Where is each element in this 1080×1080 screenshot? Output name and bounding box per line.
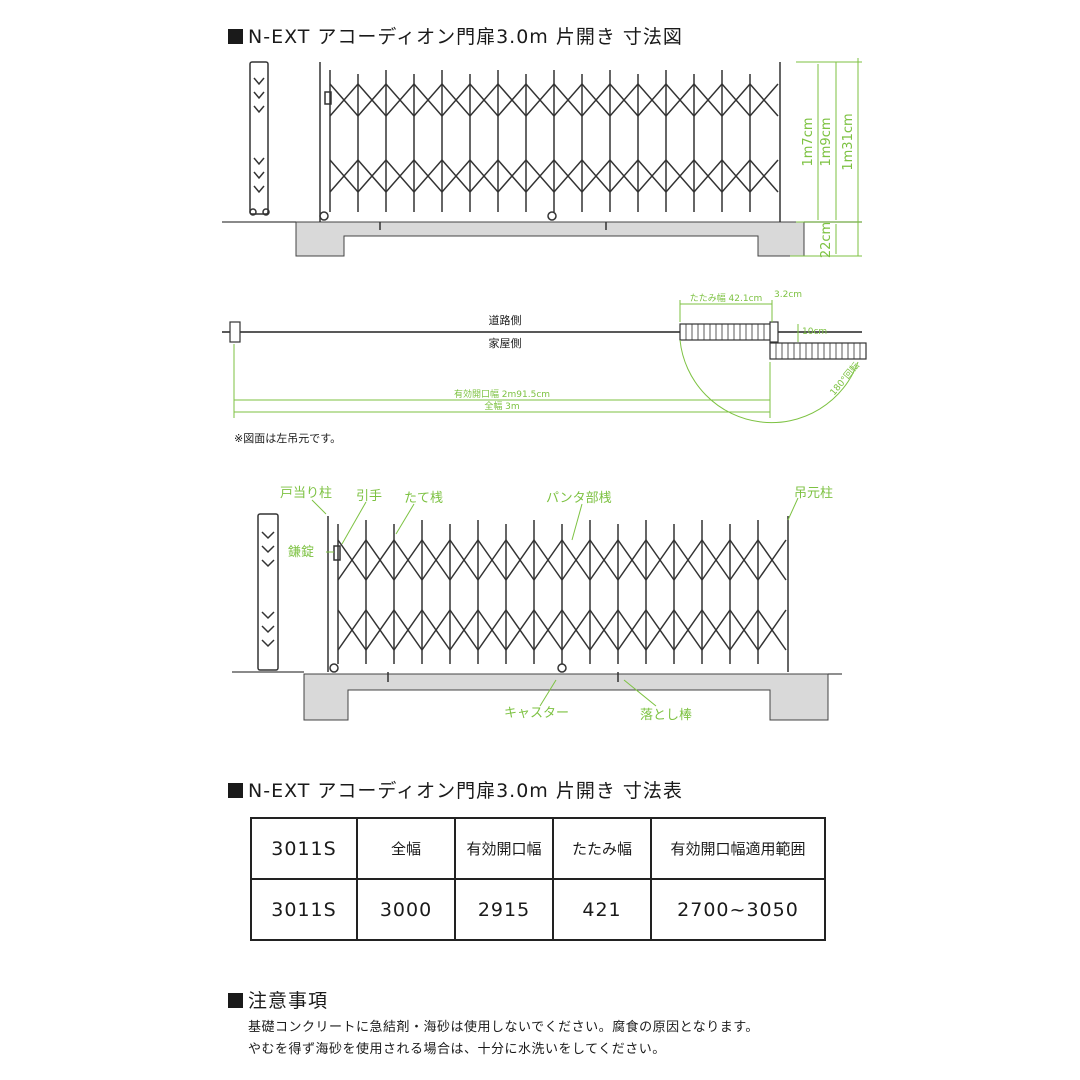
drawing-heading: N-EXT アコーディオン門扉3.0m 片開き 寸法図 (228, 22, 683, 49)
plan-dimensions (233, 300, 799, 418)
small-dim-label: 3.2cm (774, 290, 802, 300)
table-cell: 3011S (250, 878, 358, 941)
table-header-cell: 3011S (250, 817, 358, 880)
dimension-table: 3011S 全幅 有効開口幅 たたみ幅 有効開口幅適用範囲 3011S 3000… (250, 817, 826, 941)
drawing-note: ※図面は左吊元です。 (234, 432, 342, 445)
part-handle: 引手 (356, 489, 382, 504)
gate-parts-view (327, 516, 789, 682)
fold-width-label: たたみ幅 42.1cm (690, 292, 763, 304)
square-bullet-icon (228, 783, 243, 798)
part-door-stop-post: 戸当り柱 (280, 486, 332, 501)
table-header-cell: 有効開口幅 (454, 817, 554, 880)
caution-line: やむを得ず海砂を使用される場合は、十分に水洗いをしてください。 (248, 1042, 666, 1057)
gate-elevation (319, 62, 781, 230)
side-view-gate (249, 61, 270, 216)
parts-foundation (303, 673, 829, 721)
plan-view (222, 321, 867, 424)
part-drop-rod: 落とし棒 (640, 708, 692, 723)
part-callout-lines (311, 497, 799, 707)
dim-1m9cm: 1m9cm (819, 117, 834, 166)
effective-opening-label: 有効開口幅 2m91.5cm (454, 388, 550, 400)
road-side-label: 道路側 (489, 313, 522, 327)
part-vertical-bar: たて桟 (404, 491, 443, 506)
house-side-label: 家屋側 (489, 336, 522, 350)
table-cell: 421 (552, 878, 652, 941)
table-cell: 2700~3050 (650, 878, 826, 941)
offset-label: 10cm (802, 327, 827, 337)
parts-side-view (257, 513, 279, 671)
drawing-heading-text: N-EXT アコーディオン門扉3.0m 片開き 寸法図 (248, 26, 683, 48)
square-bullet-icon (228, 993, 243, 1008)
table-heading-text: N-EXT アコーディオン門扉3.0m 片開き 寸法表 (248, 780, 683, 802)
height-dimensions (790, 58, 862, 257)
caution-heading: 注意事項 (228, 986, 328, 1013)
table-header-row: 3011S 全幅 有効開口幅 たたみ幅 有効開口幅適用範囲 (250, 817, 826, 880)
rotation-label: 180°回転 (828, 360, 862, 397)
foundation (295, 221, 805, 257)
table-header-cell: 有効開口幅適用範囲 (650, 817, 826, 880)
table-cell: 3000 (356, 878, 456, 941)
table-header-cell: たたみ幅 (552, 817, 652, 880)
table-row: 3011S 3000 2915 421 2700~3050 (250, 878, 826, 941)
table-cell: 2915 (454, 878, 554, 941)
dim-1m7cm: 1m7cm (801, 117, 816, 166)
part-caster: キャスター (504, 706, 569, 721)
caution-text: 基礎コンクリートに急結剤・海砂は使用しないでください。腐食の原因となります。 や… (248, 1017, 759, 1061)
square-bullet-icon (228, 29, 243, 44)
part-key-lock: 鎌錠 (288, 545, 314, 560)
part-pantograph-bar: パンタ部桟 (546, 491, 612, 506)
caution-heading-text: 注意事項 (248, 990, 329, 1012)
part-hinge-post: 吊元柱 (794, 486, 833, 501)
caution-line: 基礎コンクリートに急結剤・海砂は使用しないでください。腐食の原因となります。 (248, 1020, 759, 1035)
table-heading: N-EXT アコーディオン門扉3.0m 片開き 寸法表 (228, 776, 683, 803)
total-width-label: 全幅 3m (484, 400, 519, 412)
table-header-cell: 全幅 (356, 817, 456, 880)
dim-1m31cm: 1m31cm (841, 113, 856, 170)
dim-22cm: 22cm (819, 222, 834, 258)
